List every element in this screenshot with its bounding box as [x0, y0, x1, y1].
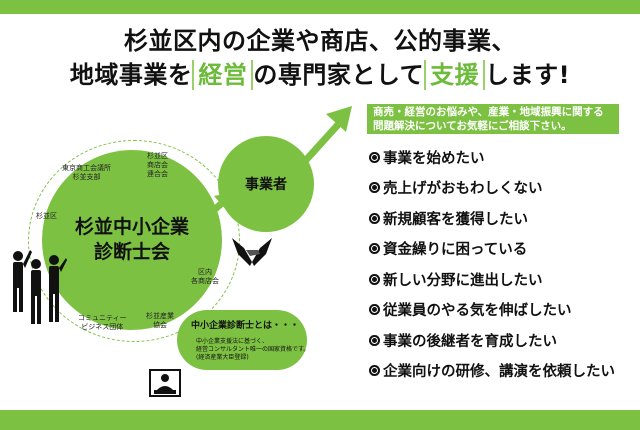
node-label: 東京商工会議所	[62, 164, 111, 172]
business-circle: 事業者	[218, 136, 314, 232]
headline-text: の専門家として	[253, 61, 425, 89]
bubble-text-line: 経営コンサルタント唯一の国家資格です。	[196, 346, 310, 353]
business-circle-label: 事業者	[245, 177, 287, 193]
arrow-right-icon	[302, 106, 352, 164]
bubble-text-line: (経済産業大臣登録)	[196, 354, 249, 361]
bullet-icon	[369, 212, 380, 224]
node-chamber: 東京商工会議所 杉並支部	[62, 164, 111, 182]
need-item: 事業を始めたい	[369, 142, 629, 173]
headline-text: 地域事業を	[69, 61, 193, 89]
bubble-text-line: 中小企業支援法に基づく、	[196, 338, 269, 345]
main-circle: 杉並中小企業 診断士会	[42, 150, 222, 330]
keyword-support: 支援	[424, 60, 486, 90]
need-item: 新しい分野に進出したい	[369, 264, 629, 295]
callout-line: 商売・経営のお悩みや、産業・地域振興に関する	[373, 106, 604, 118]
headline-line-2: 地域事業を経営の専門家として支援します!	[0, 60, 640, 90]
bullet-icon	[369, 243, 380, 255]
node-label: ビジネス団体	[81, 323, 124, 331]
need-item: 企業向けの研修、講演を依頼したい	[369, 356, 629, 387]
callout-line: 問題解決についてお気軽にご相談下さい。	[373, 120, 572, 132]
reading-person-icon	[149, 369, 181, 397]
bullet-icon	[369, 151, 380, 163]
bullet-icon	[369, 334, 380, 346]
node-label: 連合会	[147, 170, 168, 178]
node-label: 杉並区	[36, 212, 57, 220]
node-label: 区内	[198, 268, 212, 276]
node-label: 協会	[153, 321, 167, 329]
keyword-management: 経営	[192, 60, 254, 90]
node-label: 各商店会	[191, 277, 219, 285]
node-label: 商店会	[147, 161, 168, 169]
node-label: 杉並支部	[72, 173, 101, 181]
needs-list: 事業を始めたい売上げがおもわしくない新規顧客を獲得したい資金繰りに困っている新し…	[369, 142, 629, 386]
need-item: 新規顧客を獲得したい	[369, 203, 629, 234]
node-community: コミュニティー ビジネス団体	[78, 314, 127, 332]
bullet-icon	[369, 182, 380, 194]
need-item: 資金繰りに困っている	[369, 234, 629, 265]
main-circle-label: 杉並中小企業	[74, 216, 189, 238]
need-item: 従業員のやる気を伸ばしたい	[369, 295, 629, 326]
node-sangyo: 杉並産業 協会	[146, 312, 174, 330]
need-text: 資金繰りに困っている	[383, 242, 528, 259]
need-item: 事業の後継者を育成したい	[369, 325, 629, 356]
need-text: 企業向けの研修、講演を依頼したい	[383, 364, 615, 381]
definition-bubble	[177, 310, 307, 370]
need-text: 事業を始めたい	[383, 150, 485, 167]
need-text: 売上げがおもわしくない	[383, 181, 543, 198]
bubble-text: 中小企業支援法に基づく、 経営コンサルタント唯一の国家資格です。 (経済産業大臣…	[196, 338, 309, 362]
need-text: 従業員のやる気を伸ばしたい	[383, 303, 572, 320]
network-orbit	[28, 140, 240, 342]
bullet-icon	[369, 304, 380, 316]
headline-text: します!	[485, 61, 571, 89]
need-text: 新規顧客を獲得したい	[383, 211, 528, 228]
node-label: 杉並区	[147, 152, 168, 160]
need-item: 売上げがおもわしくない	[369, 173, 629, 204]
bubble-title: 中小企業診断士とは・・・	[191, 321, 300, 331]
node-ward: 杉並区	[36, 212, 57, 221]
businessman-silhouettes-icon	[13, 250, 67, 324]
node-kunai: 区内 各商店会	[191, 268, 219, 286]
bullet-icon	[369, 365, 380, 377]
headline-line-1: 杉並区内の企業や商店、公的事業、	[124, 27, 516, 55]
main-circle-label: 診断士会	[93, 241, 170, 263]
node-shotengai: 杉並区 商店会 連合会	[147, 152, 168, 179]
top-green-bar	[0, 0, 640, 14]
need-text: 事業の後継者を育成したい	[383, 333, 557, 350]
node-label: コミュニティー	[78, 314, 127, 322]
handshake-icon	[232, 238, 272, 266]
consultation-callout: 商売・経営のお悩みや、産業・地域振興に関する 問題解決についてお気軽にご相談下さ…	[367, 104, 619, 134]
node-label: 杉並産業	[146, 312, 174, 320]
bottom-green-bar	[0, 410, 640, 430]
bullet-icon	[369, 273, 380, 285]
need-text: 新しい分野に進出したい	[383, 272, 543, 289]
